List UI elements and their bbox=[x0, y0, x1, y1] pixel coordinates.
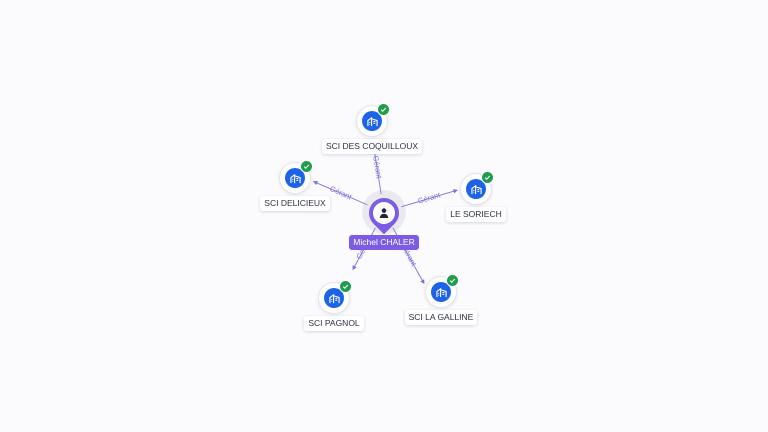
check-icon bbox=[339, 280, 352, 293]
company-node-le-soriech[interactable]: LE SORIECH bbox=[411, 171, 541, 222]
company-node-circle[interactable] bbox=[461, 171, 494, 204]
building-icon bbox=[285, 168, 305, 188]
company-node-label: LE SORIECH bbox=[446, 207, 506, 222]
person-node-halo bbox=[362, 190, 406, 235]
relation-link bbox=[312, 181, 368, 206]
company-node-circle[interactable] bbox=[319, 280, 352, 313]
person-node-label: Michel CHALER bbox=[349, 235, 419, 250]
company-node-label: SCI LA GALLINE bbox=[404, 310, 478, 325]
company-node-circle[interactable] bbox=[426, 274, 459, 307]
company-node-sci-pagnol[interactable]: SCI PAGNOL bbox=[269, 280, 399, 331]
person-node-michel-chaler[interactable]: Michel CHALER bbox=[329, 190, 439, 250]
company-node-label: SCI DES COQUILLOUX bbox=[321, 139, 423, 154]
check-icon bbox=[300, 160, 313, 173]
check-icon bbox=[446, 274, 459, 287]
person-pin[interactable] bbox=[362, 191, 406, 235]
company-node-label: SCI DELICIEUX bbox=[260, 196, 330, 211]
company-node-circle[interactable] bbox=[357, 103, 390, 136]
relation-link bbox=[401, 189, 458, 208]
building-icon bbox=[466, 179, 486, 199]
building-icon bbox=[362, 111, 382, 131]
company-node-sci-la-galline[interactable]: SCI LA GALLINE bbox=[376, 274, 506, 325]
building-icon bbox=[324, 288, 344, 308]
company-node-label: SCI PAGNOL bbox=[304, 316, 364, 331]
company-node-sci-des-coquilloux[interactable]: SCI DES COQUILLOUX bbox=[307, 103, 437, 154]
relation-label: Gérant bbox=[371, 155, 384, 180]
building-icon bbox=[431, 282, 451, 302]
person-icon bbox=[379, 208, 389, 218]
company-node-circle[interactable] bbox=[280, 160, 313, 193]
check-icon bbox=[377, 103, 390, 116]
check-icon bbox=[481, 171, 494, 184]
company-node-sci-delicieux[interactable]: SCI DELICIEUX bbox=[230, 160, 360, 211]
